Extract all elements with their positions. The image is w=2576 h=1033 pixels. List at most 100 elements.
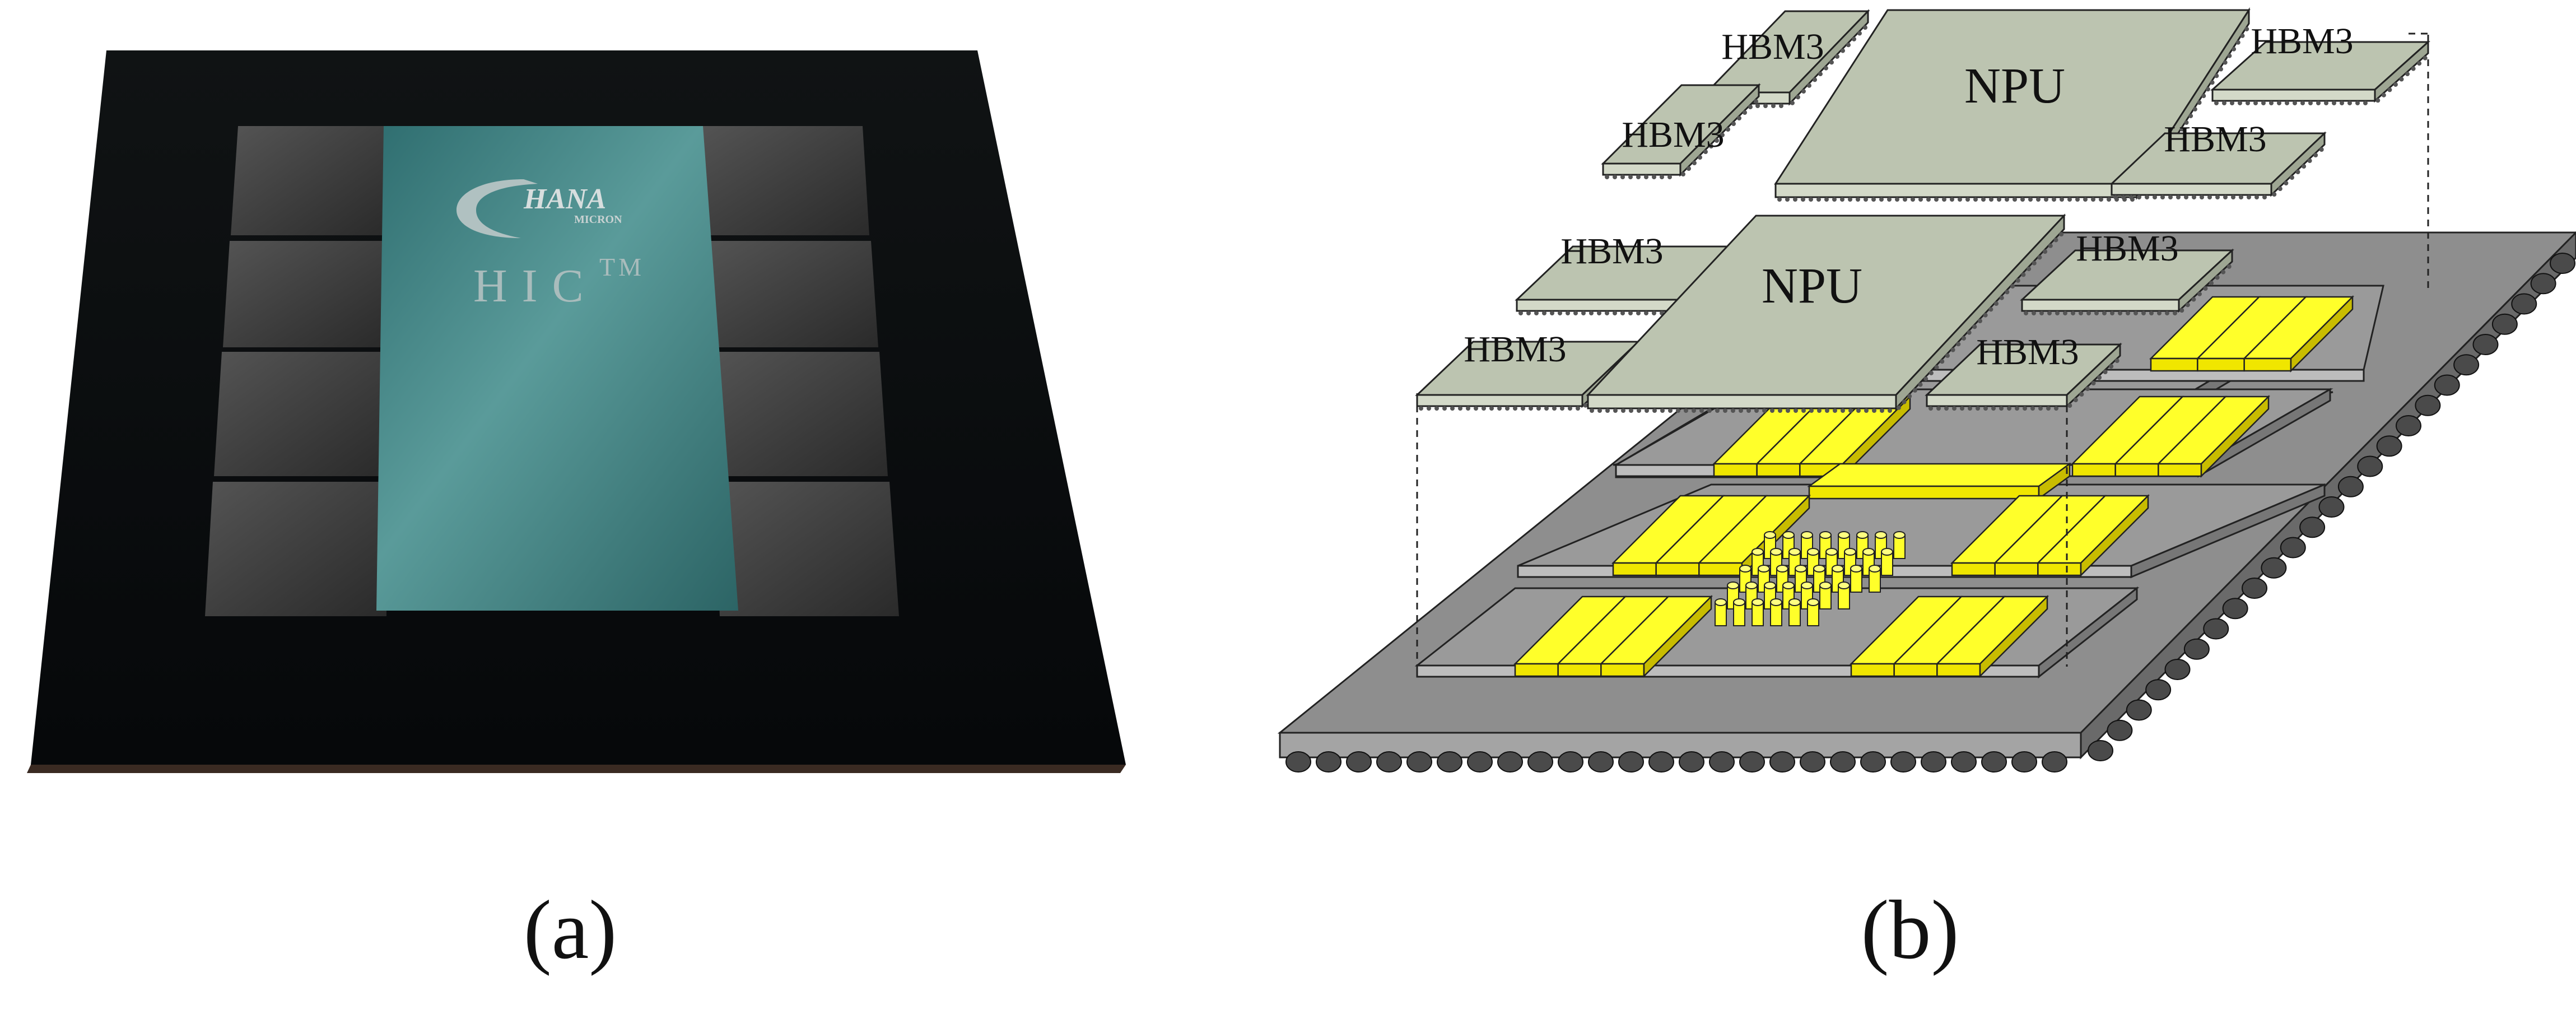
- micro-bump: [2381, 92, 2386, 97]
- micro-bump: [2207, 195, 2212, 199]
- micro-bump: [2247, 195, 2251, 199]
- micro-bump: [2399, 77, 2404, 82]
- die-front: [1926, 394, 2068, 407]
- micro-bump: [2179, 127, 2184, 132]
- micro-bump: [2222, 101, 2226, 105]
- micro-bump: [1748, 105, 1753, 109]
- hbm-stack: [231, 126, 386, 235]
- micro-bump: [1856, 408, 1861, 413]
- micro-bump: [2215, 275, 2220, 280]
- micro-bump: [1731, 122, 1736, 126]
- micro-bump: [1976, 406, 1980, 411]
- micro-bump: [2313, 153, 2318, 157]
- micro-bump: [1793, 197, 1797, 202]
- pillar-cap: [1838, 531, 1850, 539]
- solder-ball: [1679, 751, 1704, 773]
- micro-bump: [1871, 197, 1876, 202]
- via-pillar: [1770, 598, 1782, 626]
- hbm3-label: HBM3: [1622, 114, 1724, 155]
- micro-bump: [2032, 311, 2036, 315]
- micro-bump: [1989, 197, 1993, 202]
- bridge-front: [1936, 663, 1981, 677]
- micro-bump: [1961, 336, 1966, 341]
- micro-bump: [2044, 197, 2048, 202]
- via-pillar: [1881, 548, 1893, 576]
- micro-bump: [2215, 195, 2220, 199]
- hbm-stack: [703, 241, 878, 347]
- micro-bump: [1709, 144, 1713, 148]
- micro-bump: [1692, 408, 1696, 413]
- micro-bump: [2246, 101, 2250, 105]
- micro-bump: [2079, 392, 2084, 397]
- micro-bump: [1824, 66, 1828, 71]
- micro-bump: [2073, 398, 2078, 402]
- solder-ball: [2145, 679, 2172, 701]
- micro-bump: [2043, 249, 2048, 254]
- micro-bump: [1880, 408, 1884, 413]
- pillar-cap: [1770, 548, 1782, 556]
- micro-bump: [1864, 408, 1869, 413]
- micro-bump: [2239, 195, 2243, 199]
- micro-bump: [1526, 311, 1531, 315]
- micro-bump: [2110, 311, 2114, 315]
- micro-bump: [1965, 197, 1970, 202]
- solder-ball: [2261, 557, 2287, 579]
- micro-bump: [1934, 365, 1939, 370]
- micro-bump: [2197, 100, 2202, 105]
- micro-bump: [1879, 197, 1884, 202]
- pillar-cap: [1813, 565, 1825, 573]
- hbm3-die: HBM3: [1704, 9, 1870, 108]
- hbm3-die: HBM3: [2020, 228, 2234, 315]
- silicon-bridge: [1807, 462, 2072, 500]
- micro-bump: [1832, 197, 1837, 202]
- micro-bump: [1754, 408, 1759, 413]
- npu-die: NPU: [1586, 213, 2066, 413]
- pillar-cap: [1788, 598, 1801, 606]
- micro-bump: [1936, 406, 1941, 411]
- hbm-stack: [697, 126, 869, 235]
- pillar-cap: [1727, 581, 1739, 589]
- bridge-front: [2243, 357, 2292, 372]
- die-front: [2211, 89, 2376, 102]
- micro-bump: [2176, 195, 2181, 199]
- micro-bump: [2134, 311, 2138, 315]
- bridge-front: [1893, 663, 1938, 677]
- via-pillar: [1715, 598, 1727, 626]
- hbm3-label: HBM3: [2251, 21, 2353, 62]
- micro-bump: [1786, 408, 1790, 413]
- micro-bump: [1918, 382, 1923, 387]
- micro-bump: [1918, 197, 1923, 202]
- via-pillar: [1819, 581, 1832, 609]
- micro-bump: [2055, 311, 2060, 315]
- micro-bump: [2285, 101, 2289, 105]
- micro-bump: [1817, 408, 1822, 413]
- micro-bump: [1687, 166, 1691, 171]
- micro-bump: [2277, 187, 2282, 191]
- micro-bump: [2083, 197, 2088, 202]
- micro-bump: [1903, 197, 1907, 202]
- pillar-cap: [1739, 565, 1752, 573]
- trademark-sign: TM: [599, 253, 645, 281]
- solder-ball: [1830, 751, 1856, 773]
- micro-bump: [2289, 175, 2294, 180]
- solder-balls: [1285, 253, 2575, 773]
- micro-bump: [2160, 195, 2165, 199]
- solder-ball: [1890, 751, 1916, 773]
- bridge-front: [1600, 663, 1645, 677]
- micro-bump: [1988, 307, 1993, 312]
- micro-bump: [2284, 181, 2289, 185]
- solder-ball: [1437, 751, 1462, 773]
- bridge-side: [1643, 594, 1712, 678]
- micro-bump: [2153, 195, 2157, 199]
- hbm3-label: HBM3: [1721, 26, 1824, 67]
- micro-bump: [2230, 101, 2234, 105]
- via-pillar: [1838, 581, 1850, 609]
- pillar-cap: [1850, 565, 1862, 573]
- micro-bump: [1809, 408, 1814, 413]
- micro-bump: [2227, 53, 2232, 58]
- micro-bump: [2013, 197, 2017, 202]
- die-side: [1679, 83, 1760, 177]
- die-side: [2374, 40, 2429, 103]
- pillar-cap: [1758, 565, 1770, 573]
- micro-bump: [1994, 301, 1999, 306]
